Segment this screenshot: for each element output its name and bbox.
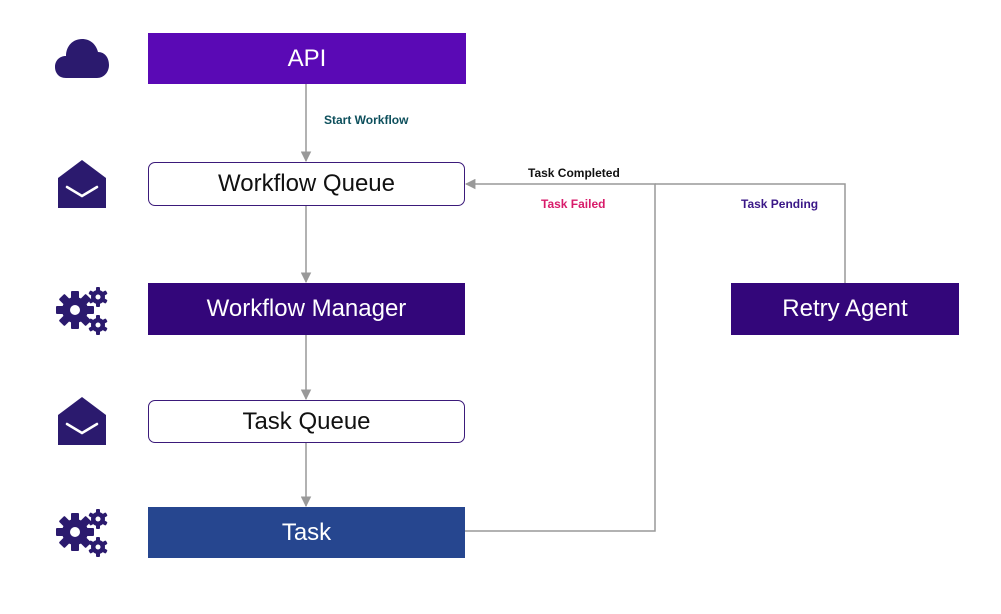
edge-retry-agent-to-workflow-queue <box>655 183 846 283</box>
workflow-queue-node: Workflow Queue <box>148 162 465 206</box>
task-pending-label: Task Pending <box>741 197 819 211</box>
start-workflow-label: Start Workflow <box>324 113 409 127</box>
gears-icon <box>56 287 108 335</box>
edge-task-to-workflow-queue <box>464 178 656 532</box>
cloud-icon <box>55 39 109 78</box>
gears-icon <box>56 509 108 557</box>
workflow-manager-node-label: Workflow Manager <box>206 295 407 322</box>
task-queue-node: Task Queue <box>148 400 465 443</box>
task-node-label: Task <box>281 518 332 546</box>
api-node-label: API <box>287 44 327 72</box>
retry-agent-node: Retry Agent <box>731 283 959 335</box>
envelope-icon <box>58 397 106 445</box>
retry-agent-node-label: Retry Agent <box>782 295 908 322</box>
task-completed-label: Task Completed <box>528 166 620 180</box>
envelope-icon <box>58 160 106 208</box>
api-node: API <box>148 33 466 84</box>
task-node: Task <box>148 507 465 558</box>
workflow-queue-node-label: Workflow Queue <box>218 170 395 197</box>
task-failed-label: Task Failed <box>541 197 606 211</box>
workflow-manager-node: Workflow Manager <box>148 283 465 335</box>
task-queue-node-label: Task Queue <box>242 407 371 435</box>
